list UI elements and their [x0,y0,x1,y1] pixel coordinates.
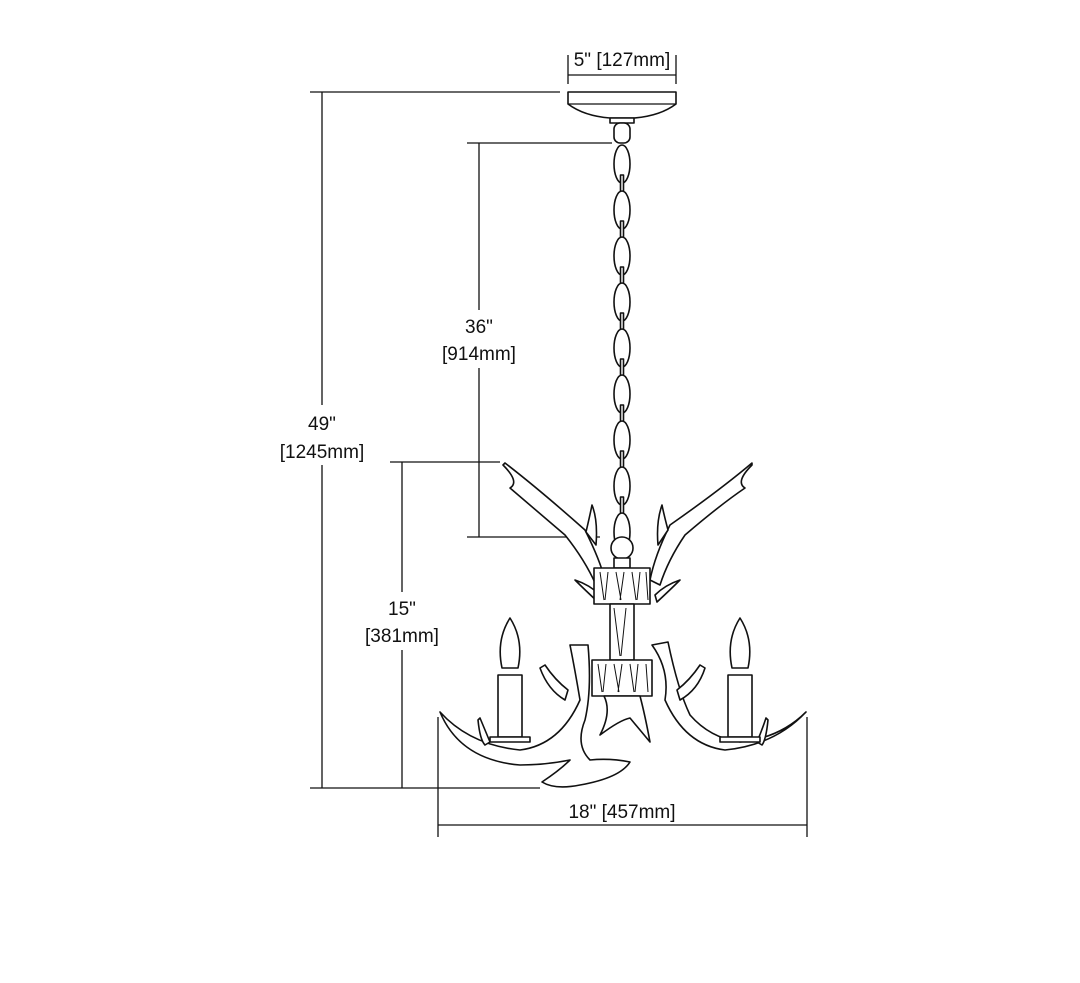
canopy-width-dimension: 5" [127mm] [567,50,677,84]
chain [613,144,631,552]
fixture-width-label: 18" [457mm] [568,802,675,823]
chain-length-metric: [914mm] [442,344,516,365]
fixture-height-imperial: 15" [388,599,416,620]
candle-left [489,617,531,743]
overall-height-dimension: 49" [1245mm] [280,91,560,789]
overall-height-metric: [1245mm] [280,442,364,463]
fixture-height-metric: [381mm] [365,626,439,647]
candle-right [719,617,761,743]
chain-length-imperial: 36" [465,317,493,338]
fixture-height-dimension: 15" [381mm] [365,461,500,788]
center-column [591,536,653,743]
fixture-width-dimension: 18" [457mm] [437,717,808,837]
lower-antler-arms [439,641,807,788]
upper-antlers [502,462,753,603]
chain-length-dimension: 36" [914mm] [442,142,612,538]
canopy-width-label: 5" [127mm] [574,50,671,71]
overall-height-imperial: 49" [308,414,336,435]
canopy [567,91,677,144]
